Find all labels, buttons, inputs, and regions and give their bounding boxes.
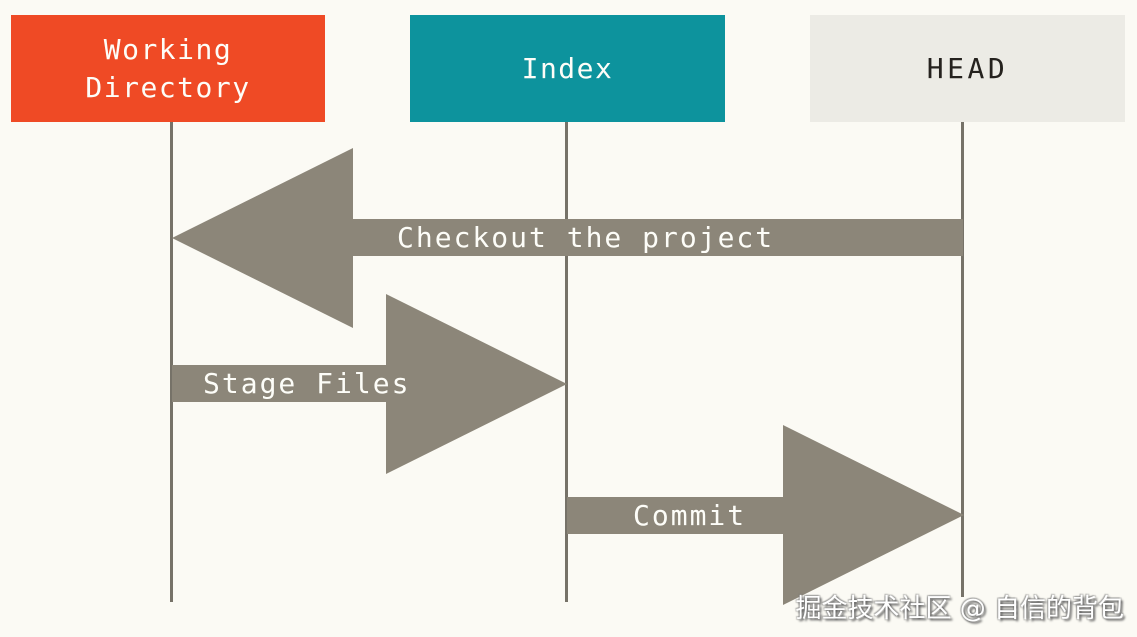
commit-arrow-shaft xyxy=(567,497,785,534)
stage-arrowhead-right-icon xyxy=(386,294,567,474)
stage-arrow-label: Stage Files xyxy=(203,367,411,400)
commit-arrowhead-right-icon xyxy=(783,425,964,605)
working-directory-lifeline xyxy=(170,122,173,602)
checkout-arrowhead-left-icon xyxy=(172,148,353,328)
working-directory-box: Working Directory xyxy=(11,15,325,122)
index-label: Index xyxy=(521,52,614,85)
watermark-text: 掘金技术社区 @ 自信的背包 xyxy=(795,594,1124,624)
stage-arrow-shaft xyxy=(172,365,390,402)
checkout-arrow-shaft xyxy=(350,219,963,256)
commit-arrow-label: Commit xyxy=(633,499,747,532)
working-directory-label: Working Directory xyxy=(85,32,251,104)
head-lifeline xyxy=(961,122,964,597)
head-label: HEAD xyxy=(926,52,1009,85)
checkout-arrow-label: Checkout the project xyxy=(397,221,775,254)
index-box: Index xyxy=(410,15,725,122)
head-box: HEAD xyxy=(810,15,1125,122)
